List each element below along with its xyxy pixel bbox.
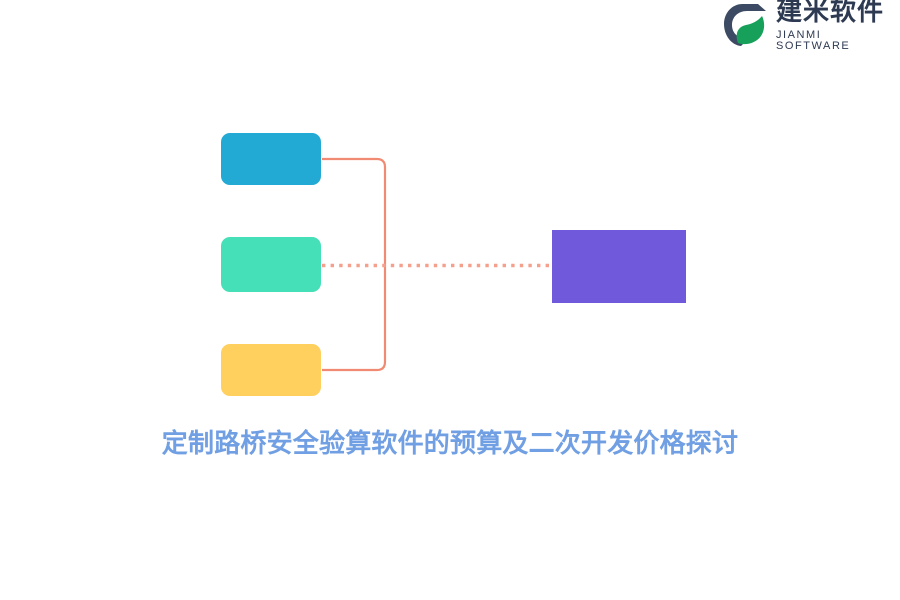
brand-name-en: JIANMI SOFTWARE — [776, 28, 851, 52]
diagram-node-bottom — [221, 344, 321, 396]
brand-logo: 建米软件 JIANMI SOFTWARE — [722, 0, 892, 52]
jianmi-leaf-mark-icon — [722, 2, 770, 48]
bracket-connector — [322, 157, 387, 372]
diagram-node-result — [552, 230, 686, 303]
brand-name-cn: 建米软件 — [776, 0, 885, 27]
diagram-node-middle — [221, 237, 321, 292]
page-title: 定制路桥安全验算软件的预算及二次开发价格探讨 — [161, 429, 739, 459]
brand-text-block: 建米软件 JIANMI SOFTWARE — [776, 0, 892, 52]
diagram-node-top — [221, 133, 321, 185]
